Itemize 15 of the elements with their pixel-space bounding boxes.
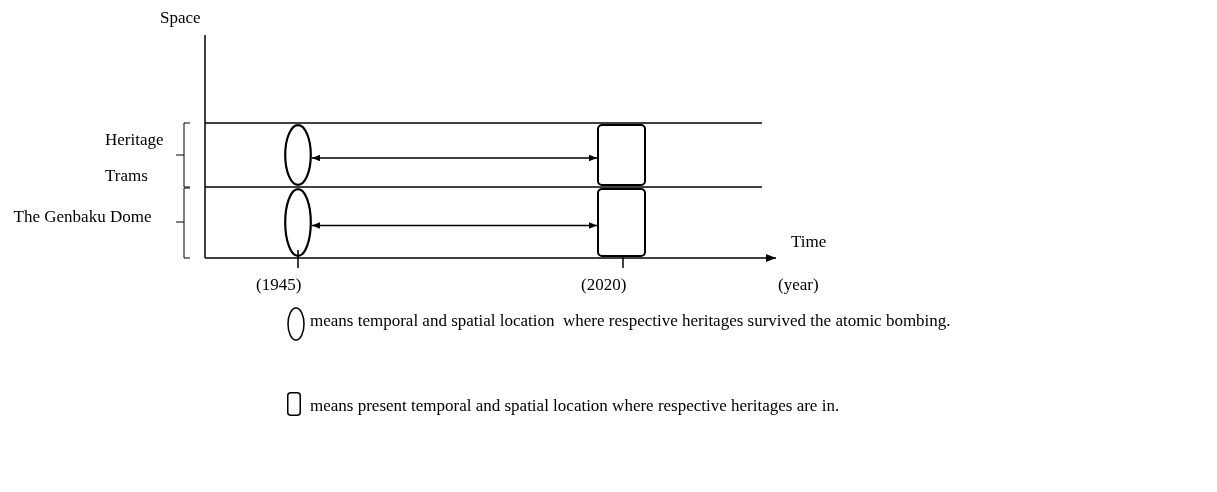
row-label: Heritage Trams: [105, 129, 165, 187]
legend-text: means present temporal and spatial location where respective heritages are in.: [310, 395, 841, 417]
axis-label: Space: [160, 8, 201, 28]
row-label: The Genbaku Dome: [12, 206, 153, 228]
ellipse-marker: [284, 124, 312, 186]
axis-label: Time: [791, 232, 827, 252]
ellipse-marker: [284, 188, 312, 257]
tick-label: (2020): [581, 275, 627, 295]
tick-label: (1945): [256, 275, 302, 295]
rounded-marker: [597, 188, 646, 257]
double-arrow: [311, 154, 598, 162]
double-arrow: [311, 222, 598, 229]
unit-label: (year): [778, 275, 819, 295]
legend-text: means temporal and spatial location where respective heritages survived the atomic bombing.: [310, 310, 952, 332]
rounded-marker: [597, 124, 646, 186]
